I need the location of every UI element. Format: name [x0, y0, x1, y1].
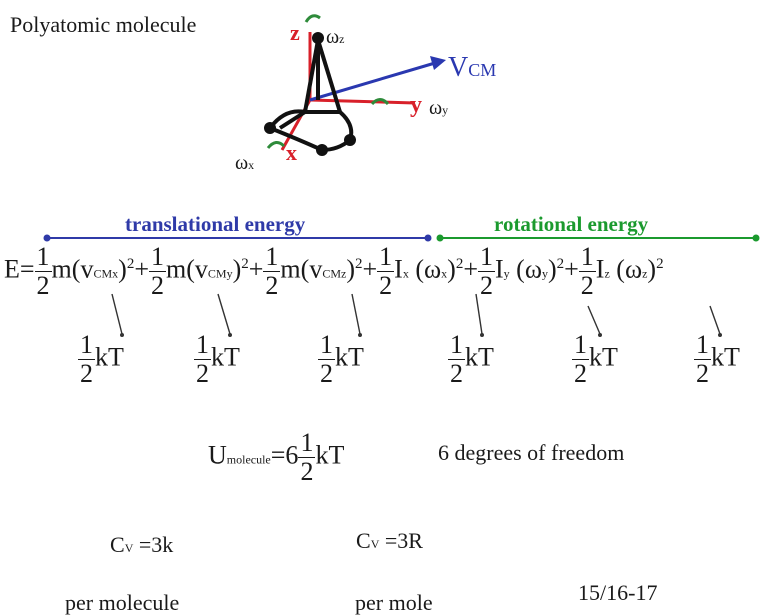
omega-x-label: ωx [235, 152, 255, 174]
cv-per-mole: CV =3R [356, 528, 423, 553]
slide-number: 15/16-17 [578, 580, 658, 605]
omega-z-label: ωz [326, 26, 345, 48]
pointer-arrows [111, 293, 721, 335]
omega-icons [266, 14, 390, 149]
velocity-arrowhead [430, 56, 446, 70]
degrees-of-freedom: 6 degrees of freedom [438, 440, 625, 465]
per-molecule-label: per molecule [65, 590, 180, 615]
translational-energy-label: translational energy [125, 212, 306, 236]
y-axis [309, 98, 416, 105]
rotational-energy-label: rotational energy [494, 212, 649, 236]
cv-per-molecule: CV =3k [110, 532, 174, 557]
pointer-arrowheads [120, 333, 722, 337]
z-axis-label: z [290, 20, 300, 45]
x-axis-label: x [286, 140, 297, 165]
y-axis-label: y [410, 92, 422, 118]
omega-y-label: ωy [429, 97, 449, 119]
atoms [264, 32, 356, 156]
per-mole-label: per mole [355, 590, 433, 615]
velocity-label: VCM [448, 52, 497, 83]
page-title: Polyatomic molecule [10, 12, 197, 37]
velocity-vector [309, 61, 436, 102]
